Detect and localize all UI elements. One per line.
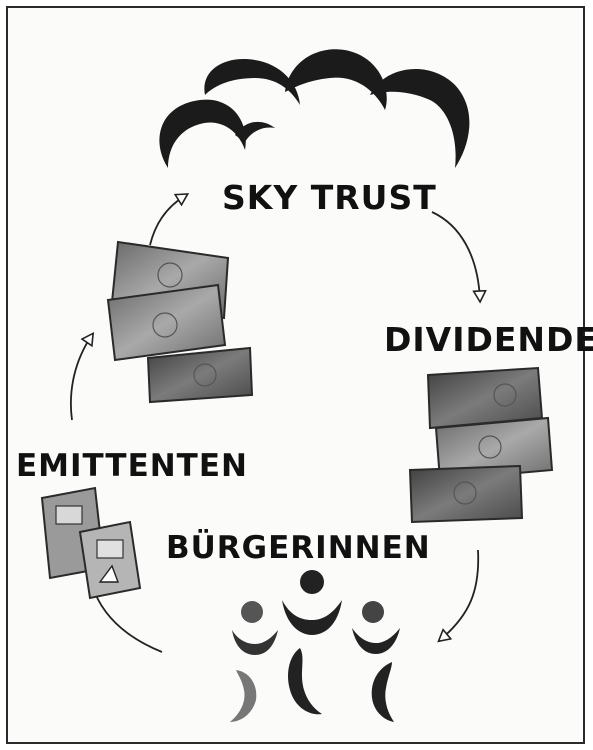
sky-trust-label: SKY TRUST xyxy=(222,178,437,217)
emittenten-label: EMITTENTEN xyxy=(16,448,248,484)
arrow-icon xyxy=(149,195,186,246)
banknotes-icon xyxy=(408,366,554,524)
people-group-icon xyxy=(230,570,400,722)
cloud-icon xyxy=(159,49,470,168)
arrow-icon xyxy=(431,211,480,300)
dividende-label: DIVIDENDE xyxy=(384,320,593,359)
buergerinnen-label: BÜRGERINNEN xyxy=(166,530,431,566)
arrow-icon xyxy=(70,335,92,421)
permit-cards-icon xyxy=(40,486,142,600)
arrow-icon xyxy=(440,549,480,640)
banknotes-icon xyxy=(106,240,254,404)
cycle-arrows xyxy=(70,195,480,653)
